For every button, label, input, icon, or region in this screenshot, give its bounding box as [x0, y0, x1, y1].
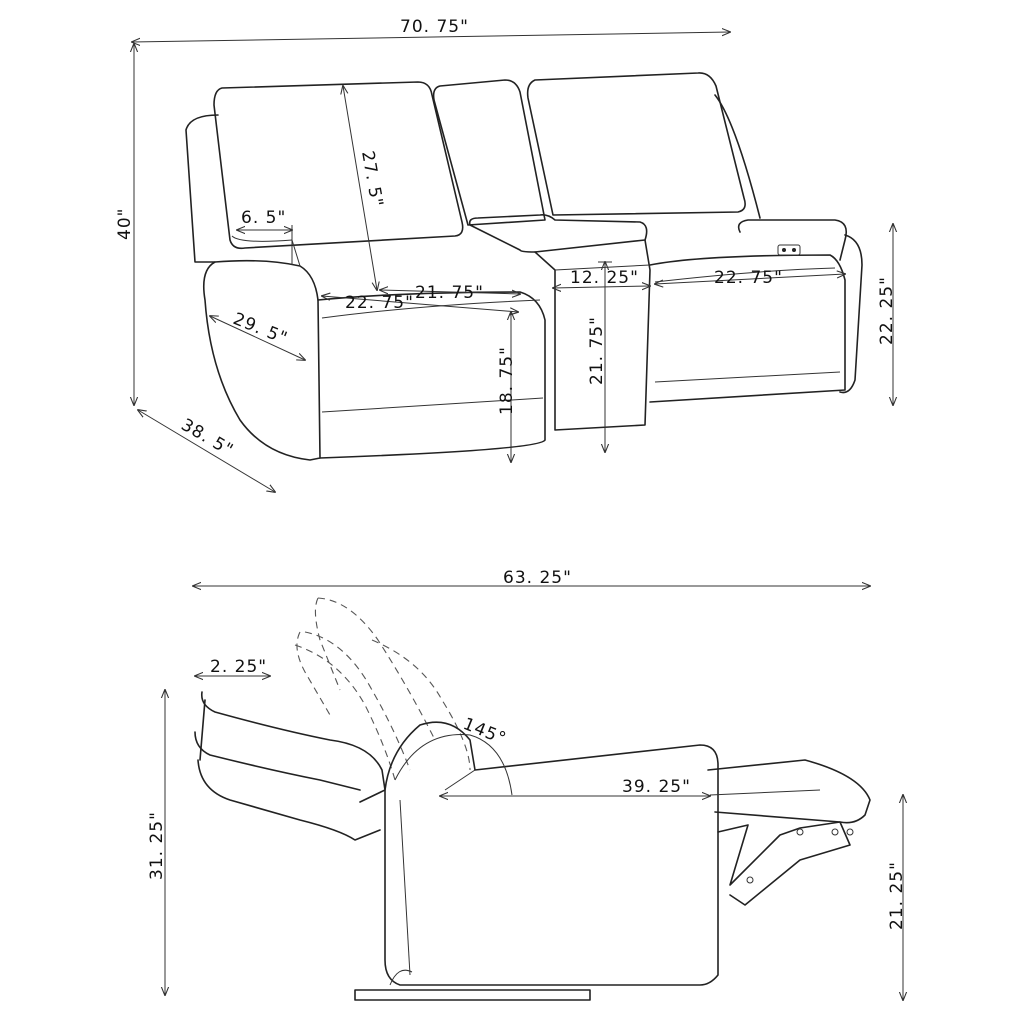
arm-width-label: 6. 5"	[241, 208, 286, 228]
left-arm-front	[202, 259, 321, 461]
power-button-icon	[777, 244, 801, 256]
overall-height-label: 40"	[115, 208, 135, 240]
left-back-cushion	[213, 81, 464, 250]
side-view-recliner	[194, 597, 871, 1001]
front-dimensions	[132, 32, 893, 492]
console	[468, 214, 648, 253]
arm-height-label: 22. 25"	[877, 276, 897, 345]
side-dimensions	[165, 586, 903, 1000]
seat-width-left-label: 22. 75"	[345, 293, 414, 313]
side-footrest	[707, 759, 871, 824]
side-headrest	[200, 691, 386, 803]
side-arm	[384, 721, 719, 986]
left-arm-back	[185, 114, 219, 263]
right-back-cushion	[526, 72, 746, 216]
reclined-length-label: 63. 25"	[503, 568, 572, 588]
seat-width-right-label: 22. 75"	[714, 268, 783, 288]
footrest-height-label: 21. 25"	[887, 861, 907, 930]
seat-height-label: 18. 75"	[497, 346, 517, 415]
side-back-height-label: 31. 25"	[147, 811, 167, 880]
right-arm	[737, 219, 848, 261]
front-view-sofa	[185, 72, 863, 461]
overall-depth-label: 38. 5"	[178, 415, 237, 461]
recline-angle-label: 145°	[460, 714, 509, 749]
seat-to-footrest-label: 39. 25"	[622, 777, 691, 797]
side-dimension-labels: 63. 25" 2. 25" 145° 39. 25" 31. 25" 21. …	[147, 568, 907, 930]
overall-width-label: 70. 75"	[400, 17, 469, 37]
recline-mechanism	[717, 821, 851, 906]
console-width-label: 12. 25"	[570, 268, 639, 288]
console-height-label: 21. 75"	[587, 316, 607, 385]
center-back-cushion	[432, 79, 546, 226]
recliner-base	[354, 989, 591, 1001]
seat-depth-label: 21. 75"	[415, 283, 484, 303]
arm-depth-label: 29. 5"	[230, 309, 290, 349]
headrest-offset-label: 2. 25"	[210, 657, 267, 677]
